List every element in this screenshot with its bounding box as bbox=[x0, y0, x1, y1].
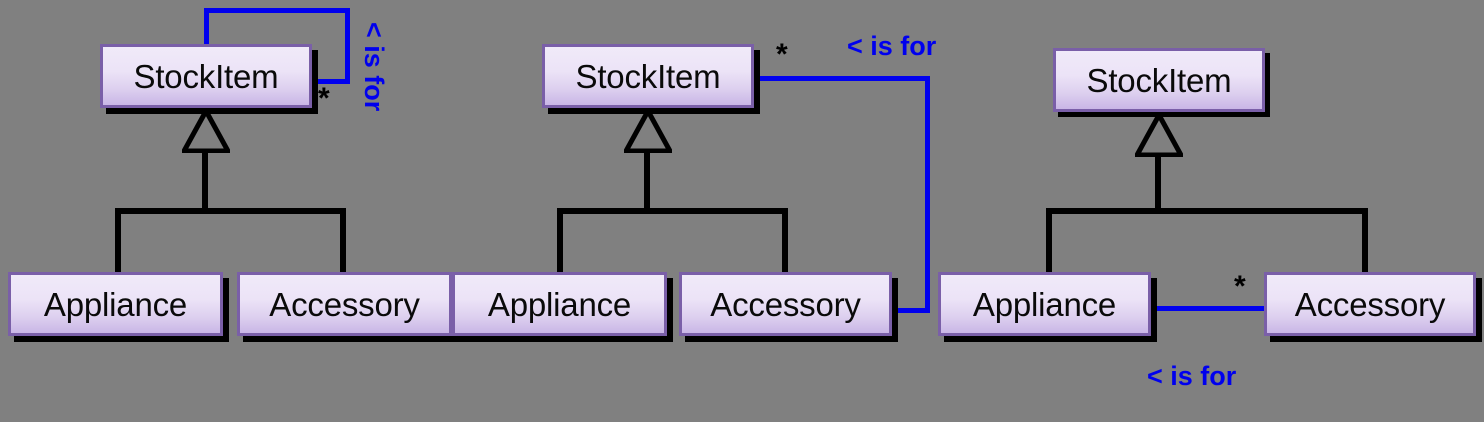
generalization-triangle-3 bbox=[1135, 113, 1183, 157]
class-name-label: Appliance bbox=[43, 285, 188, 323]
generalization-stem-2 bbox=[644, 149, 650, 213]
generalization-drop-right-3 bbox=[1362, 208, 1368, 275]
class-name-label: StockItem bbox=[575, 57, 721, 95]
self-association-segment-in bbox=[310, 79, 350, 84]
generalization-triangle-2 bbox=[624, 109, 672, 153]
generalization-drop-right-2 bbox=[782, 208, 788, 275]
generalization-bar-1 bbox=[115, 208, 346, 214]
association-segment-in-2 bbox=[890, 308, 930, 313]
self-association-segment-right bbox=[345, 8, 350, 84]
class-box-stockitem-3[interactable]: StockItem bbox=[1053, 48, 1265, 112]
class-box-accessory-1[interactable]: Accessory bbox=[237, 272, 452, 336]
self-association-segment-up bbox=[204, 8, 209, 48]
self-association-segment-top bbox=[204, 8, 350, 13]
class-box-accessory-3[interactable]: Accessory bbox=[1264, 272, 1476, 336]
class-box-appliance-1[interactable]: Appliance bbox=[8, 272, 223, 336]
multiplicity-star-1: * bbox=[318, 82, 330, 115]
class-name-label: Accessory bbox=[269, 285, 420, 323]
class-name-label: Accessory bbox=[710, 285, 861, 323]
association-label-2: < is for bbox=[847, 31, 937, 61]
class-box-appliance-3[interactable]: Appliance bbox=[938, 272, 1151, 336]
generalization-triangle-1 bbox=[182, 109, 230, 153]
class-name-label: Accessory bbox=[1294, 285, 1446, 323]
association-segment-down-2 bbox=[925, 76, 930, 313]
association-label-1: < is for bbox=[359, 22, 389, 112]
class-box-accessory-2[interactable]: Accessory bbox=[679, 272, 892, 336]
generalization-stem-3 bbox=[1155, 153, 1161, 213]
class-name-label: StockItem bbox=[133, 57, 279, 95]
generalization-drop-left-2 bbox=[557, 208, 563, 275]
generalization-stem-1 bbox=[202, 149, 208, 213]
multiplicity-star-2: * bbox=[776, 38, 788, 71]
class-box-stockitem-2[interactable]: StockItem bbox=[542, 44, 754, 108]
class-box-appliance-2[interactable]: Appliance bbox=[452, 272, 667, 336]
generalization-bar-2 bbox=[557, 208, 788, 214]
generalization-drop-left-3 bbox=[1046, 208, 1052, 275]
generalization-drop-left-1 bbox=[115, 208, 121, 275]
association-segment-top-2 bbox=[757, 76, 930, 81]
association-segment-3 bbox=[1148, 306, 1268, 311]
class-name-label: Appliance bbox=[972, 285, 1117, 323]
class-name-label: StockItem bbox=[1086, 61, 1232, 99]
generalization-bar-3 bbox=[1046, 208, 1368, 214]
association-label-3: < is for bbox=[1147, 361, 1237, 391]
class-box-stockitem-1[interactable]: StockItem bbox=[100, 44, 312, 108]
class-name-label: Appliance bbox=[487, 285, 632, 323]
generalization-drop-right-1 bbox=[340, 208, 346, 275]
multiplicity-star-3: * bbox=[1234, 270, 1246, 303]
